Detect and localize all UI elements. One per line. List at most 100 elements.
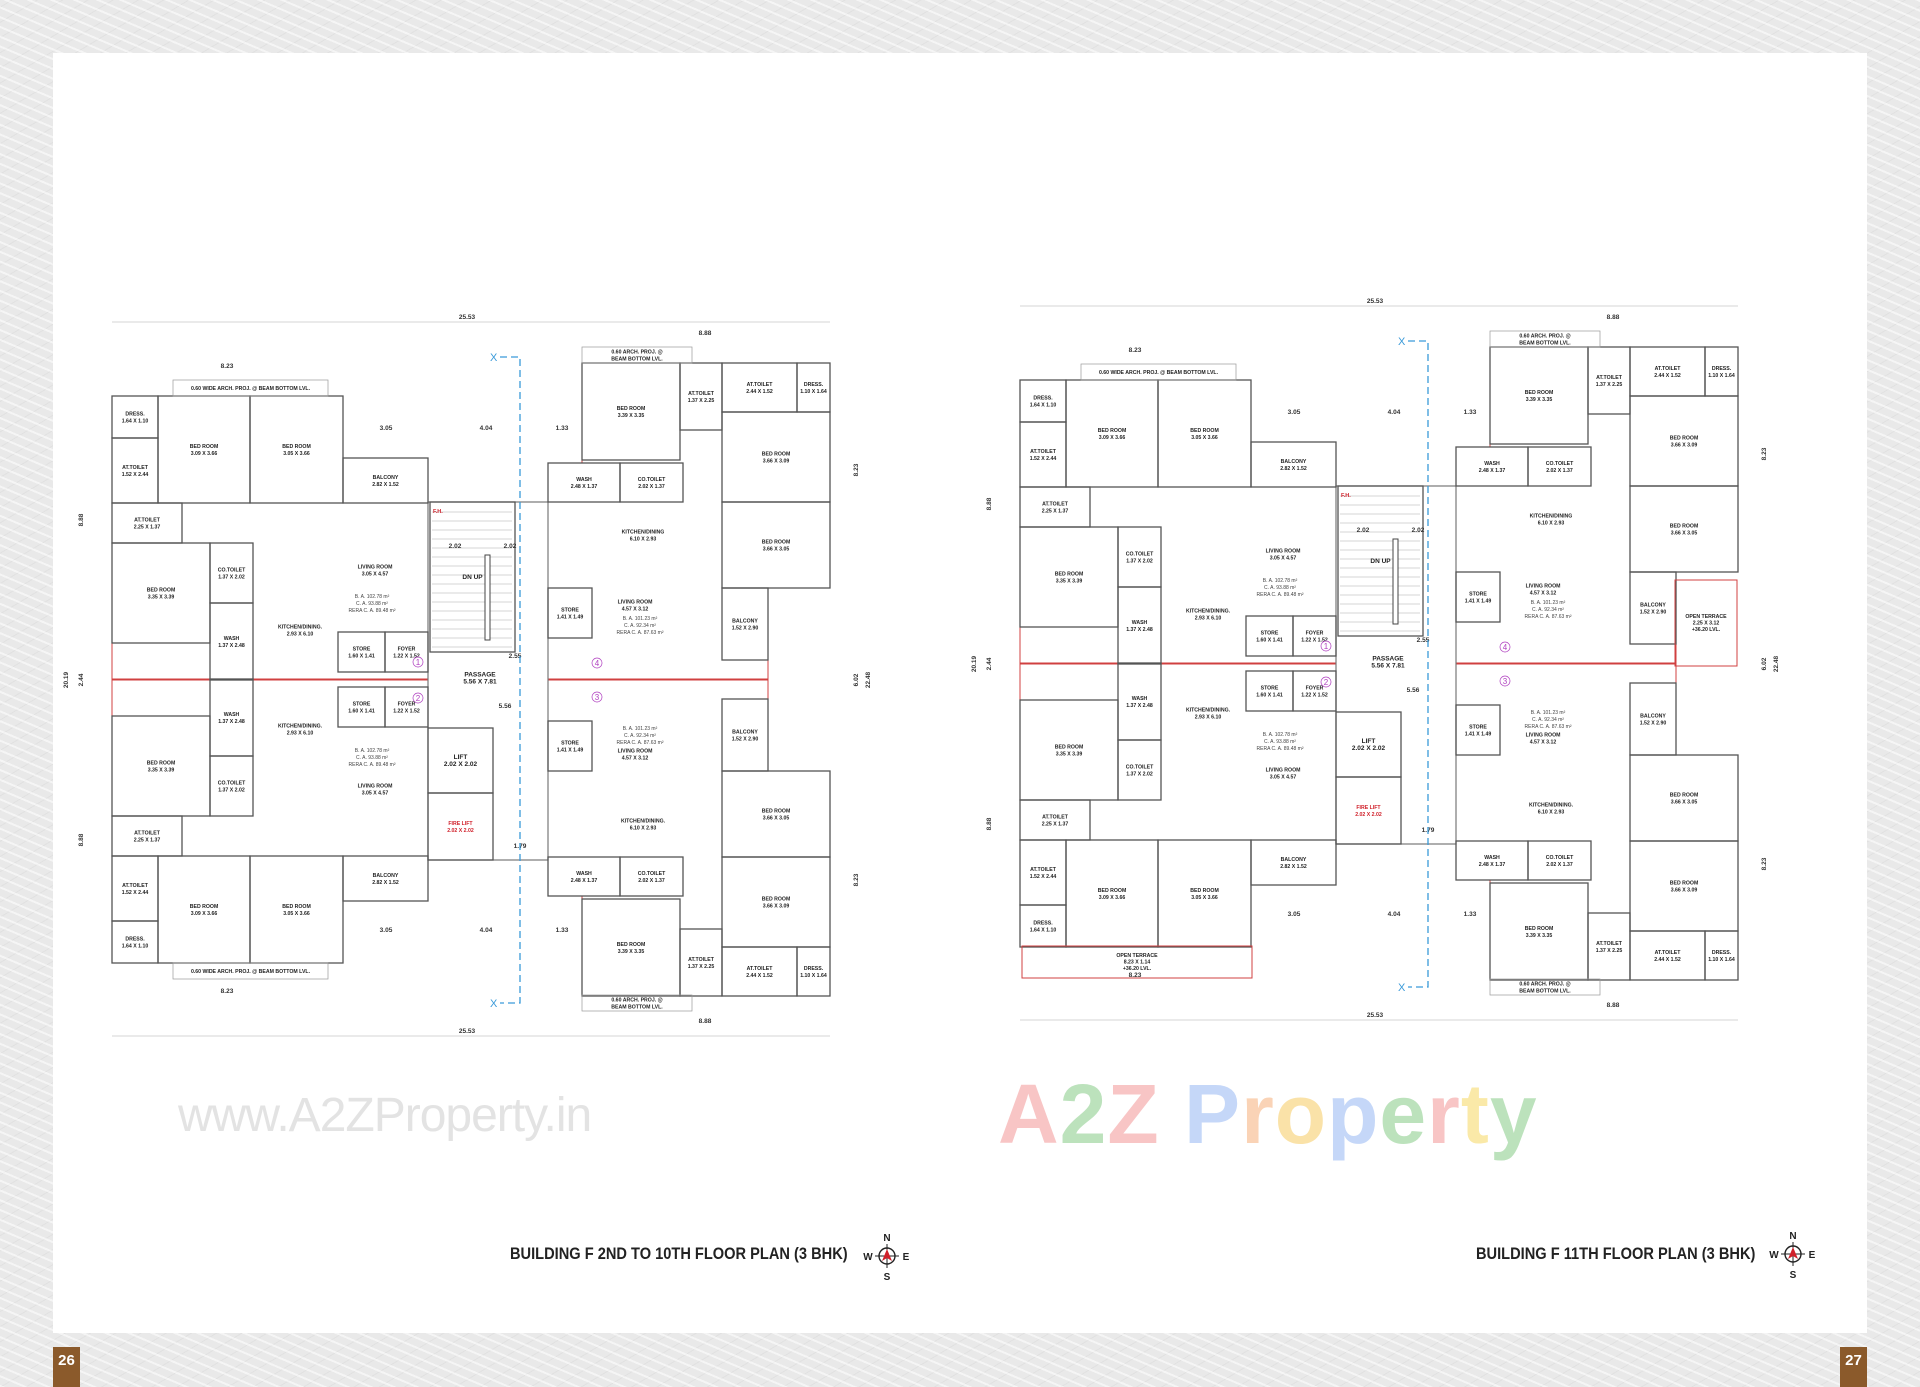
room-name: BALCONY	[373, 475, 399, 481]
room-name: BALCONY	[1281, 459, 1307, 465]
room-size: 5.56 X 7.81	[463, 679, 497, 686]
room-size: 1.41 X 1.49	[557, 748, 584, 754]
logo-letter: A	[998, 1067, 1060, 1161]
logo-letter: P	[1184, 1067, 1242, 1161]
room-name: WASH	[224, 712, 240, 718]
room-size: 1.52 X 2.90	[732, 626, 759, 632]
flat-outline	[1455, 662, 1739, 981]
room-name: LIVING ROOM	[358, 784, 393, 790]
room-size: 1.22 X 1.52	[1301, 638, 1328, 644]
room-size: 3.05 X 3.66	[1191, 895, 1218, 901]
room-name: BED ROOM	[617, 942, 646, 948]
room-name: AT.TOILET	[1042, 815, 1069, 821]
room-name: BED ROOM	[1670, 881, 1699, 887]
dimension-label: 1.33	[1464, 911, 1477, 918]
room-size: 1.37 X 2.25	[1596, 382, 1623, 388]
room-size: 2.02 X 1.37	[638, 878, 665, 884]
room-size: 3.39 X 3.35	[618, 949, 645, 955]
room-size: 3.66 X 3.05	[763, 816, 790, 822]
room-outline	[1250, 441, 1337, 488]
room-size: 1.10 X 1.64	[800, 973, 827, 979]
room-size: 4.57 X 3.12	[1530, 591, 1557, 597]
room-outline	[1157, 839, 1252, 948]
area-ba: B. A. 101.23 m²	[623, 616, 658, 622]
room-outline	[1335, 776, 1402, 845]
flat-outline	[1019, 379, 1337, 665]
room-name: DRESS.	[125, 412, 145, 418]
room-name: DRESS.	[1033, 921, 1053, 927]
area-ca: C. A. 93.88 m²	[356, 755, 388, 761]
room-size: 1.52 X 2.44	[122, 472, 149, 478]
section-marker: X	[490, 352, 498, 364]
room-name: BED ROOM	[1098, 888, 1127, 894]
room-name: BED ROOM	[1190, 428, 1219, 434]
dimension-label: 8.88	[986, 817, 993, 830]
room-size: 3.35 X 3.39	[1056, 752, 1083, 758]
compass-n: N	[883, 1233, 890, 1244]
area-rera: RERA C. A. 87.63 m²	[617, 740, 664, 746]
room-size: 3.39 X 3.35	[1526, 397, 1553, 403]
room-name: FOYER	[398, 702, 416, 708]
room-name: CO.TOILET	[1546, 461, 1574, 467]
room-name: BED ROOM	[762, 540, 791, 546]
room-size: 2.82 X 1.52	[1280, 864, 1307, 870]
room-name: CO.TOILET	[638, 871, 666, 877]
dimension-label: 8.88	[78, 513, 85, 526]
room-size: 3.05 X 4.57	[362, 791, 389, 797]
room-size: 1.60 X 1.41	[348, 654, 375, 660]
room-outline	[1117, 586, 1162, 665]
area-rera: RERA C. A. 87.63 m²	[1525, 614, 1572, 620]
room-name: LIVING ROOM	[1526, 733, 1561, 739]
room-size: 3.66 X 3.05	[1671, 800, 1698, 806]
room-outline	[1489, 330, 1601, 348]
room-size: 2.82 X 1.52	[372, 482, 399, 488]
room-size: 1.41 X 1.49	[1465, 732, 1492, 738]
section-marker: X	[1398, 982, 1406, 994]
room-size: 6.10 X 2.93	[1538, 810, 1565, 816]
area-ba: B. A. 102.78 m²	[355, 748, 390, 754]
flat-outline	[1019, 662, 1337, 948]
room-size: 2.82 X 1.52	[372, 880, 399, 886]
compass-e: E	[903, 1252, 910, 1263]
room-name: BALCONY	[1281, 857, 1307, 863]
logo-letter: o	[1274, 1067, 1328, 1161]
room-outline	[1527, 840, 1592, 881]
room-name: BED ROOM	[617, 406, 646, 412]
logo-letter: r	[1427, 1067, 1461, 1161]
dimension-label: 2.02	[1357, 527, 1370, 534]
room-size: 1.37 X 2.25	[688, 964, 715, 970]
room-size: 2.25 X 1.37	[134, 525, 161, 531]
room-name: AT.TOILET	[1596, 941, 1623, 947]
room-name: BALCONY	[732, 619, 758, 625]
open-terrace-name: OPEN TERRACE	[1116, 953, 1158, 959]
room-outline	[547, 587, 593, 639]
room-size: BEAM BOTTOM LVL.	[611, 357, 663, 363]
room-outline	[1455, 704, 1501, 756]
open-terrace-outline	[1674, 579, 1738, 667]
dimension-label: 20.19	[63, 671, 70, 688]
dimension-label: 5.56	[1407, 687, 1420, 694]
room-size: 1.37 X 2.48	[1126, 703, 1153, 709]
room-name: DN UP	[1370, 558, 1391, 565]
room-outline	[1629, 682, 1677, 756]
room-name: WASH	[224, 636, 240, 642]
room-size: 1.52 X 2.90	[1640, 721, 1667, 727]
room-size: 1.60 X 1.41	[1256, 693, 1283, 699]
section-marker: X	[1398, 336, 1406, 348]
room-size: 1.10 X 1.64	[1708, 957, 1735, 963]
area-ca: C. A. 92.34 m²	[624, 623, 656, 629]
room-name: AT.TOILET	[122, 465, 149, 471]
room-size: 1.52 X 2.44	[122, 890, 149, 896]
room-outline	[429, 501, 516, 653]
room-outline	[619, 856, 684, 897]
room-name: STORE	[353, 702, 371, 708]
flat-number: 2	[416, 694, 421, 703]
dimension-label: 8.88	[78, 833, 85, 846]
room-name: AT.TOILET	[134, 831, 161, 837]
flat-marker	[591, 657, 603, 669]
room-name: AT.TOILET	[1655, 366, 1682, 372]
room-size: 3.05 X 3.66	[283, 451, 310, 457]
room-name: PASSAGE	[464, 672, 496, 679]
area-ba: B. A. 102.78 m²	[1263, 578, 1298, 584]
